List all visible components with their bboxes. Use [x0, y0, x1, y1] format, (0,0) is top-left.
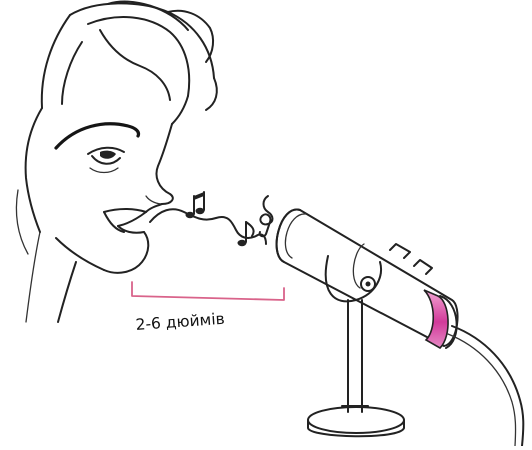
microphone-drawing [277, 210, 524, 446]
beamed-eighth-note-icon [186, 192, 205, 218]
face-drawing [16, 2, 216, 322]
treble-clef-icon [260, 196, 273, 236]
sound-wave [150, 209, 266, 244]
distance-bracket [132, 282, 284, 300]
